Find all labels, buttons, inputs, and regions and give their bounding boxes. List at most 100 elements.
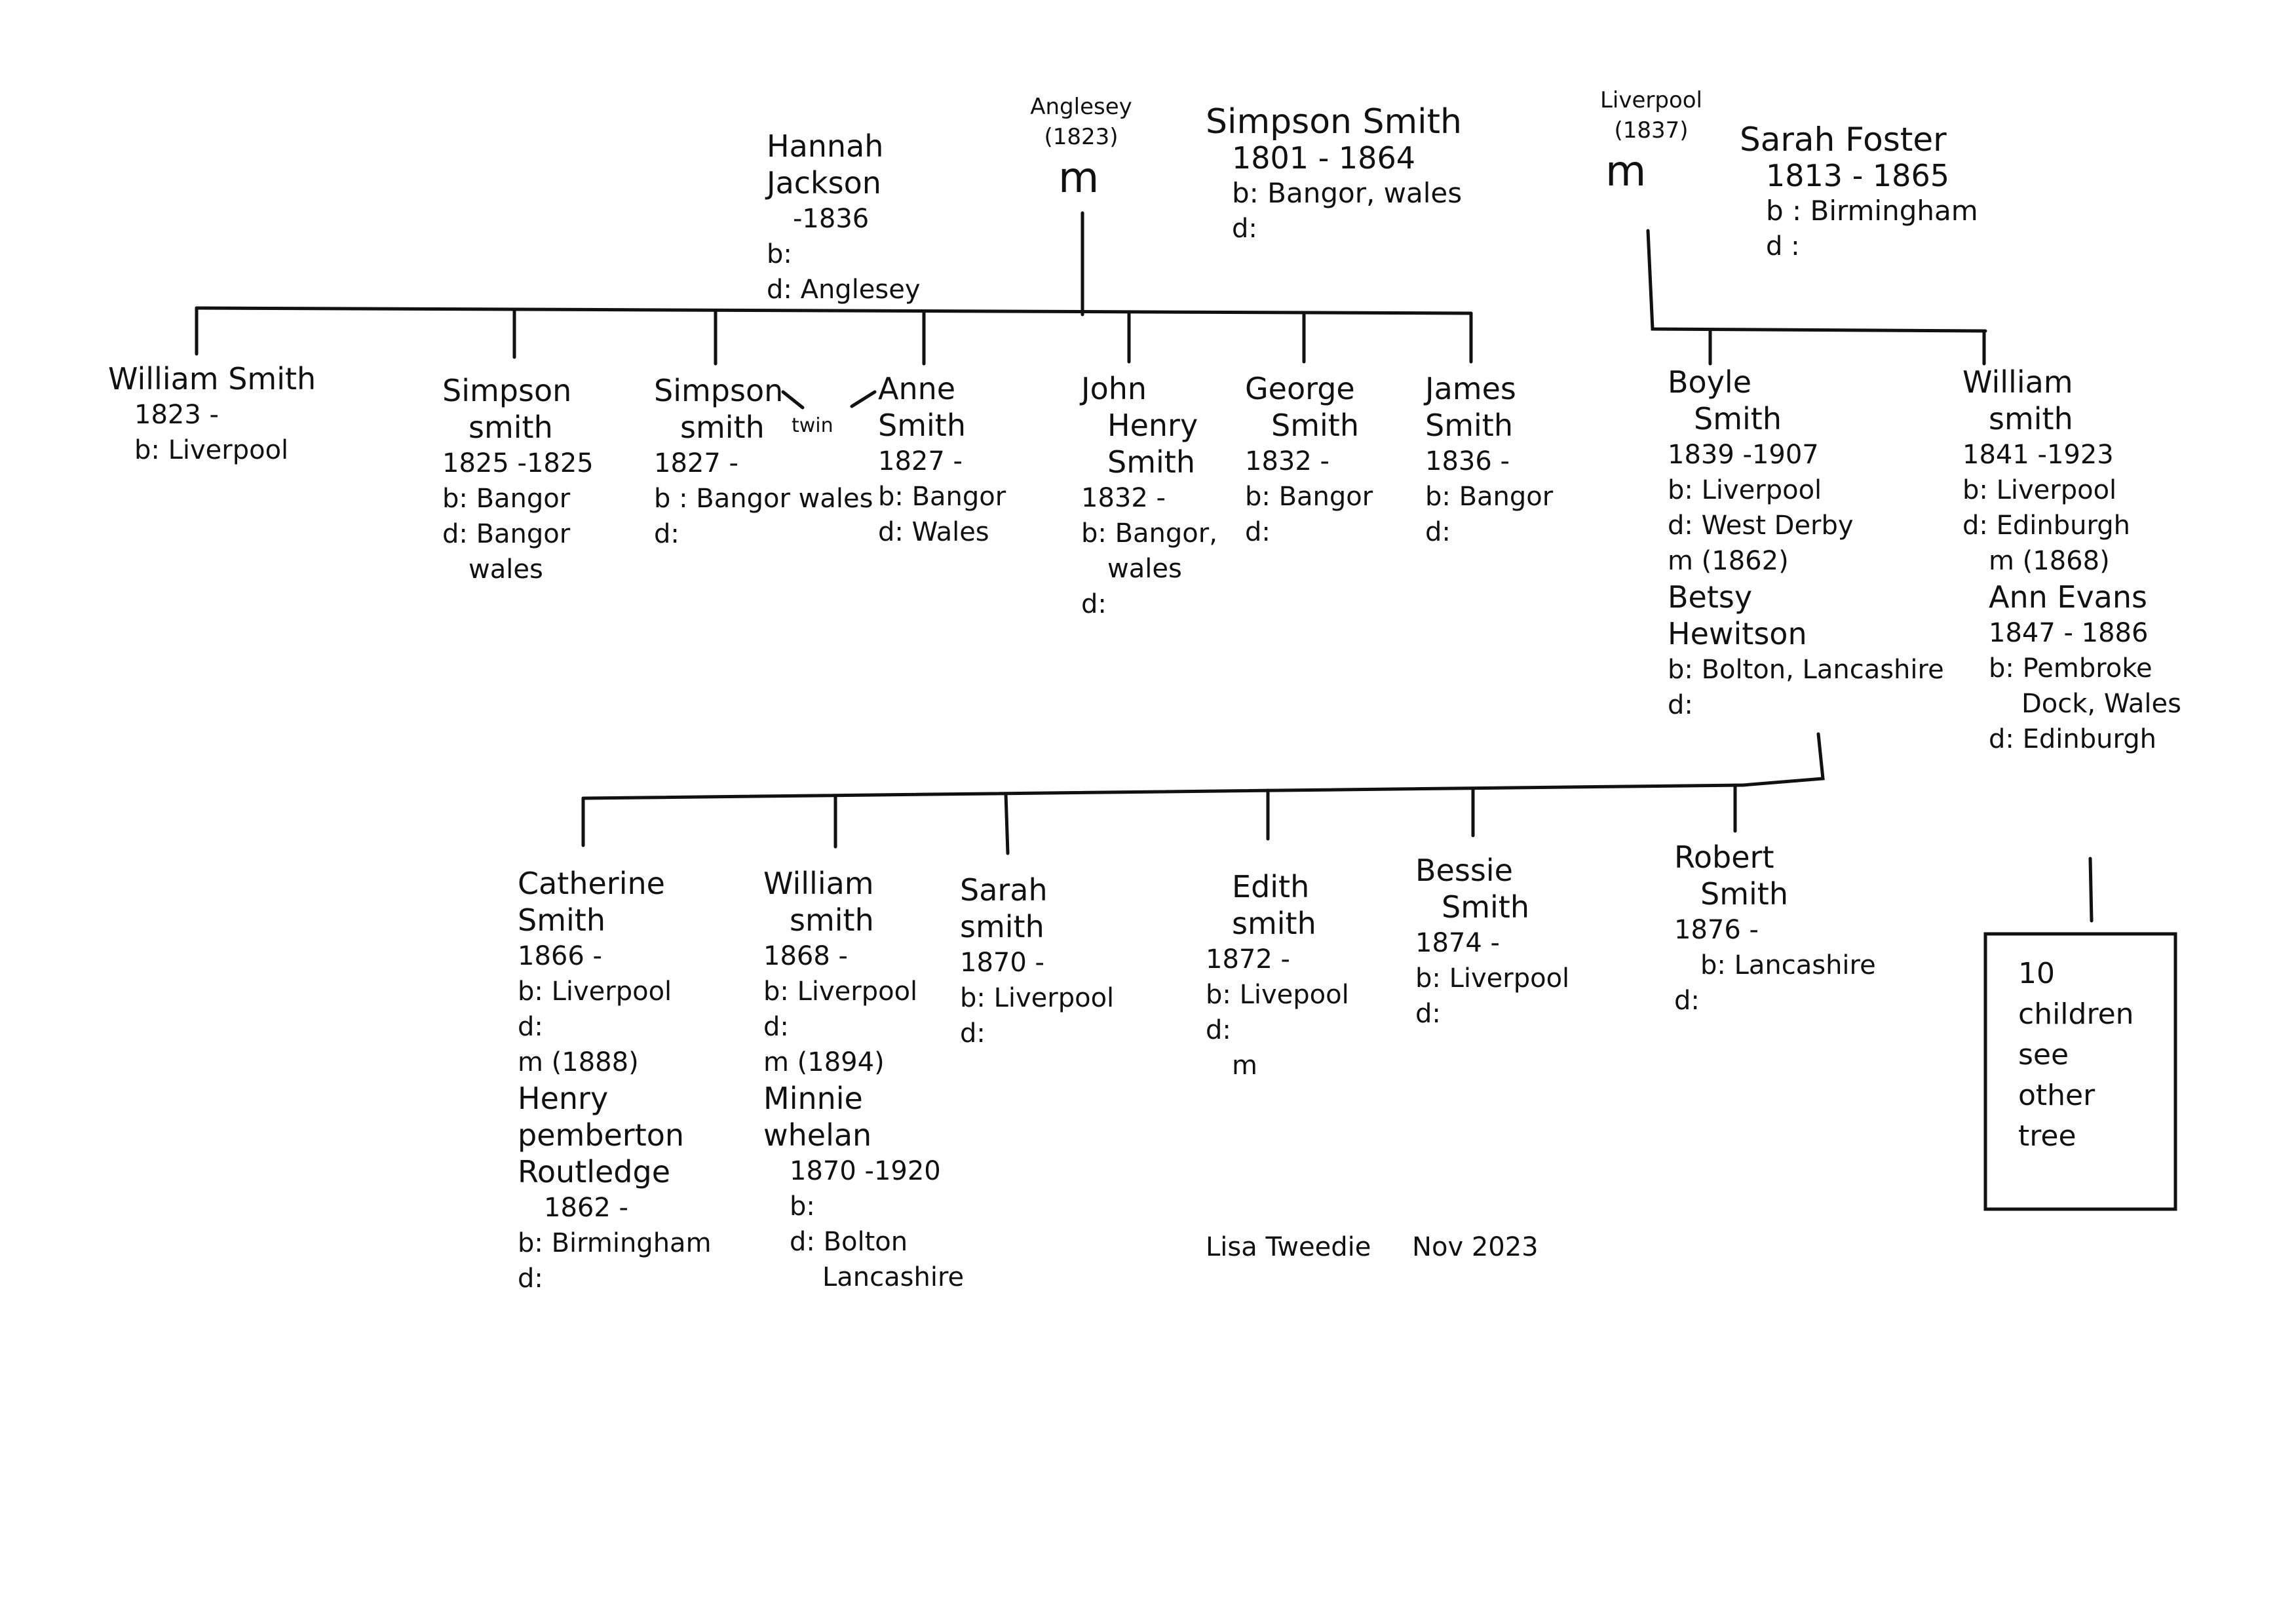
person-name: Sarah — [960, 872, 1048, 908]
person-marriage: m — [1232, 1051, 1257, 1081]
person-name: Robert — [1674, 840, 1774, 875]
spouse-death: d: Edinburgh — [1989, 724, 2156, 754]
spouse-detail: Dock, Wales — [2021, 689, 2181, 719]
marriage1-place: Anglesey (1823) — [1003, 92, 1160, 152]
spouse-name: Routledge — [518, 1154, 671, 1189]
other-tree-box-border — [1983, 932, 2177, 1211]
person-dates: 1841 -1923 — [1962, 440, 2114, 470]
person-marriage: m (1894) — [763, 1047, 885, 1077]
person-death: d: — [654, 519, 679, 549]
spouse-death: d: — [518, 1264, 543, 1294]
twin-label: twin — [792, 414, 833, 437]
person-name: Simpson — [654, 373, 784, 408]
spouse-birth: b: Birmingham — [518, 1228, 712, 1258]
person-dates: 1827 - — [654, 448, 738, 478]
person-name: Simpson — [442, 373, 572, 408]
note-line: see — [2018, 1038, 2069, 1072]
person-marriage: m (1862) — [1668, 546, 1789, 576]
person-dates: 1872 - — [1206, 944, 1290, 975]
person-name: Smith — [1442, 889, 1529, 925]
person-birth: b: Liverpool — [134, 435, 289, 465]
person-name: smith — [680, 410, 765, 445]
person-name: Smith — [1425, 408, 1513, 443]
person-marriage: m (1868) — [1989, 546, 2110, 576]
person-sarah-smith: Sarah smith 1870 - b: Liverpool d: — [960, 872, 1114, 1051]
person-hannah-jackson: Hannah Jackson -1836 b: d: Anglesey — [767, 128, 921, 307]
spouse-death: d: Bolton — [790, 1227, 908, 1257]
person-birth: b: — [767, 239, 792, 269]
gen2-sibling-bar-1 — [195, 306, 1473, 315]
person-death: d: West Derby — [1668, 511, 1854, 541]
person-death: d: Wales — [878, 517, 989, 547]
spouse-death: d: — [1668, 690, 1693, 720]
marriage2-drop-line — [1646, 229, 1987, 333]
person-name: Jackson — [767, 165, 881, 201]
person-birth: b: Bangor — [1245, 482, 1373, 512]
person-birth: b: Liverpool — [960, 983, 1115, 1013]
person-marriage: m (1888) — [518, 1047, 639, 1077]
person-anne-smith: Anne Smith 1827 - b: Bangor d: Wales — [878, 370, 1006, 550]
person-detail: wales — [469, 554, 543, 585]
person-birth: b: Liverpool — [763, 976, 918, 1007]
person-dates: 1870 - — [960, 948, 1044, 978]
note-line: children — [2018, 997, 2134, 1031]
person-william-smith-1823: William Smith 1823 - b: Liverpool — [108, 360, 316, 468]
person-simpson-smith-1825: Simpson smith 1825 -1825 b: Bangor d: Ba… — [442, 372, 594, 587]
person-name: William — [1962, 364, 2073, 400]
person-death: d: — [763, 1012, 789, 1042]
person-death: d: — [518, 1012, 543, 1042]
person-dates: 1832 - — [1081, 483, 1166, 513]
spouse-detail: Lancashire — [822, 1262, 965, 1292]
person-detail: wales — [1107, 554, 1182, 584]
person-birth: b: Lancashire — [1700, 950, 1876, 980]
person-birth: b: Liverpool — [518, 976, 672, 1007]
person-sarah-foster: Sarah Foster 1813 - 1865 b : Birmingham … — [1740, 121, 1978, 264]
spouse-name: Betsy — [1668, 579, 1753, 615]
person-name: Smith — [1700, 876, 1788, 912]
person-dates: 1874 - — [1415, 928, 1500, 958]
person-name: smith — [469, 410, 553, 445]
marriage1-symbol: m — [1058, 154, 1100, 203]
spouse-birth: b: Pembroke — [1989, 653, 2152, 684]
person-birth: b: Bangor — [878, 482, 1006, 512]
person-birth: b: Bangor, — [1081, 518, 1217, 549]
person-dates: 1836 - — [1425, 446, 1510, 476]
person-dates: 1839 -1907 — [1668, 440, 1819, 470]
spouse-birth: b: — [790, 1191, 815, 1222]
marriage-place: Anglesey — [1030, 94, 1132, 120]
person-name: smith — [790, 902, 874, 938]
person-death: d: — [1674, 986, 1700, 1016]
person-bessie-smith: Bessie Smith 1874 - b: Liverpool d: — [1415, 852, 1569, 1032]
person-birth: b: Livepool — [1206, 980, 1349, 1010]
spouse-dates: 1870 -1920 — [790, 1156, 941, 1186]
author-name: Lisa Tweedie — [1206, 1232, 1371, 1262]
person-birth: b: Bangor — [1425, 482, 1554, 512]
note-line: tree — [2018, 1119, 2076, 1153]
spouse-dates: 1862 - — [544, 1193, 628, 1223]
person-death: d: Edinburgh — [1962, 511, 2130, 541]
person-william-smith-1841: William smith 1841 -1923 b: Liverpool d:… — [1962, 364, 2181, 757]
boyle-marriage-drop-line — [1741, 732, 1825, 787]
person-name: Hannah — [767, 128, 884, 164]
person-death: d: Anglesey — [767, 275, 921, 305]
person-name: Henry — [1107, 408, 1198, 443]
marriage-year: (1837) — [1614, 117, 1689, 144]
person-birth: b: Bangor, wales — [1232, 177, 1463, 209]
gen3-sibling-bar — [581, 783, 1745, 800]
person-simpson-smith-1827: Simpson smith 1827 - b : Bangor wales d: — [654, 372, 873, 552]
spouse-dates: 1847 - 1886 — [1989, 618, 2149, 648]
person-name: George — [1245, 371, 1355, 406]
person-john-henry-smith: John Henry Smith 1832 - b: Bangor, wales… — [1081, 370, 1217, 622]
person-james-smith: James Smith 1836 - b: Bangor d: — [1425, 370, 1553, 550]
person-birth: b : Birmingham — [1766, 195, 1978, 227]
credit-date: Nov 2023 — [1412, 1232, 1539, 1262]
person-name: John — [1081, 371, 1147, 406]
person-name: smith — [1232, 906, 1316, 941]
person-name: smith — [960, 909, 1044, 944]
person-death: d: — [1206, 1015, 1231, 1045]
person-name: William — [763, 866, 874, 901]
person-name: Edith — [1232, 869, 1310, 904]
person-name: Boyle — [1668, 364, 1752, 400]
person-dates: 1823 - — [134, 400, 219, 430]
